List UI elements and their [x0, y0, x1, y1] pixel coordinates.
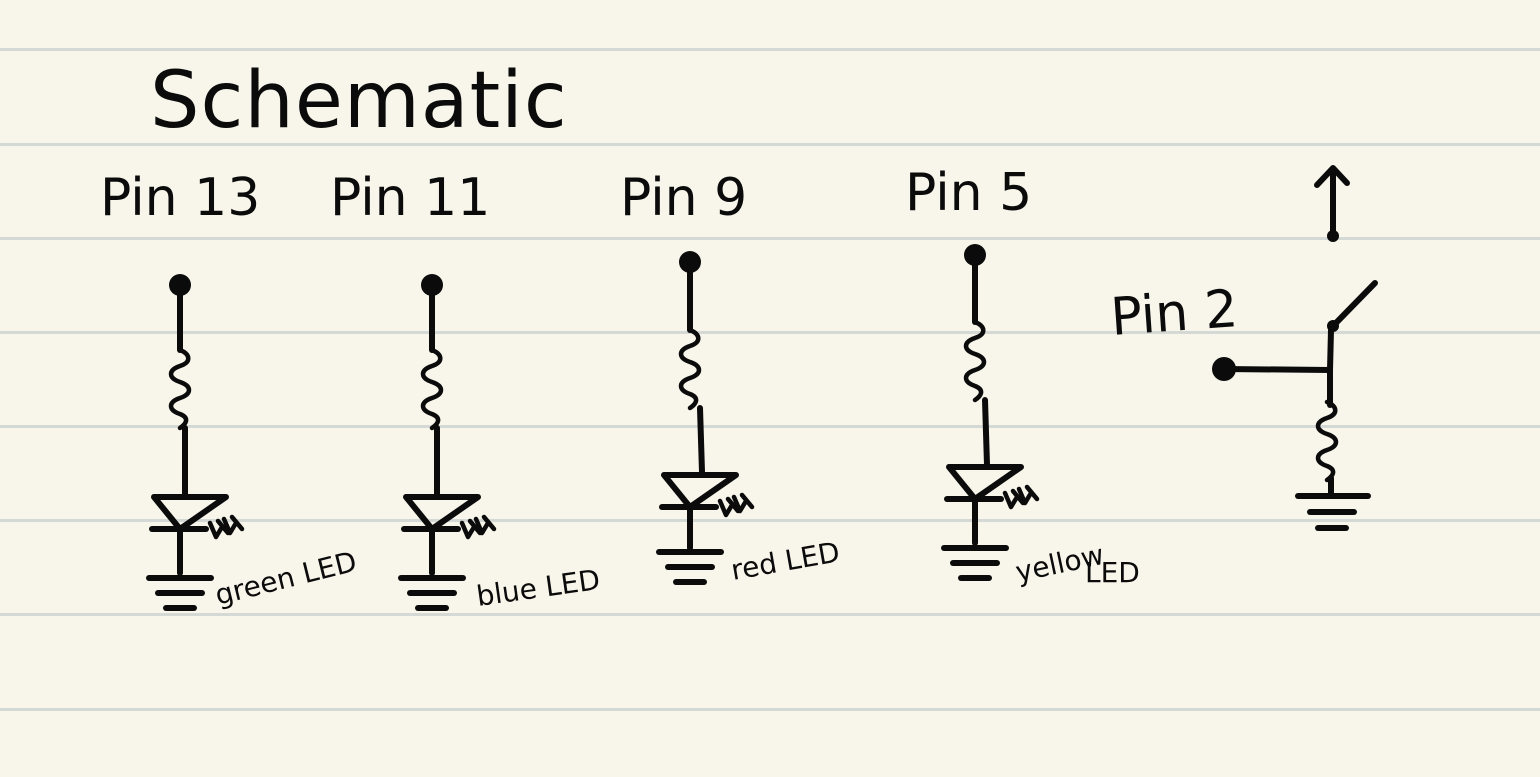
switch-lever	[1330, 280, 1378, 329]
ruled-line	[0, 613, 1540, 616]
led-symbol	[662, 475, 752, 515]
ruled-line	[0, 425, 1540, 428]
led-label: LED	[1085, 556, 1140, 589]
ground-symbol	[1295, 493, 1371, 531]
ruled-line	[0, 708, 1540, 711]
led-circuit-pin-11: Pin 11 blue LED	[330, 168, 602, 613]
led-label: green LED	[212, 545, 360, 612]
pin-label: Pin 2	[1109, 279, 1240, 348]
led-symbol	[152, 497, 242, 537]
led-circuit-pin-9: Pin 9 red LED	[620, 168, 842, 587]
led-symbol	[947, 467, 1037, 507]
pin-label: Pin 5	[905, 163, 1032, 223]
led-label: blue LED	[474, 563, 602, 613]
led-symbol	[404, 497, 494, 537]
ground-symbol	[401, 578, 463, 608]
supply-terminal	[1327, 230, 1339, 242]
wire	[1327, 327, 1334, 373]
ruled-line	[0, 48, 1540, 51]
led-circuit-pin-5: Pin 5 yellow LED	[905, 163, 1140, 589]
diagram-title: Schematic	[150, 56, 568, 146]
led-label: red LED	[728, 535, 842, 587]
ruled-line	[0, 143, 1540, 146]
pin-label: Pin 9	[620, 168, 747, 228]
ruled-line	[0, 331, 1540, 334]
resistor	[423, 350, 441, 428]
resistor	[681, 330, 699, 408]
resistor	[966, 322, 984, 400]
resistor	[171, 350, 189, 428]
ruled-line	[0, 519, 1540, 522]
ground-symbol	[659, 552, 721, 582]
wire	[1221, 366, 1333, 373]
supply-arrow-icon	[1314, 165, 1350, 236]
pin-label: Pin 11	[330, 168, 490, 228]
wire	[982, 397, 990, 468]
ground-symbol	[149, 578, 211, 608]
resistor	[1318, 402, 1336, 480]
wire	[697, 405, 705, 475]
ruled-line	[0, 237, 1540, 240]
pin-label: Pin 13	[100, 168, 260, 228]
ground-symbol	[944, 548, 1006, 578]
button-circuit-pin-2: Pin 2	[1109, 165, 1378, 531]
led-circuit-pin-13: Pin 13 green LED	[100, 168, 360, 612]
